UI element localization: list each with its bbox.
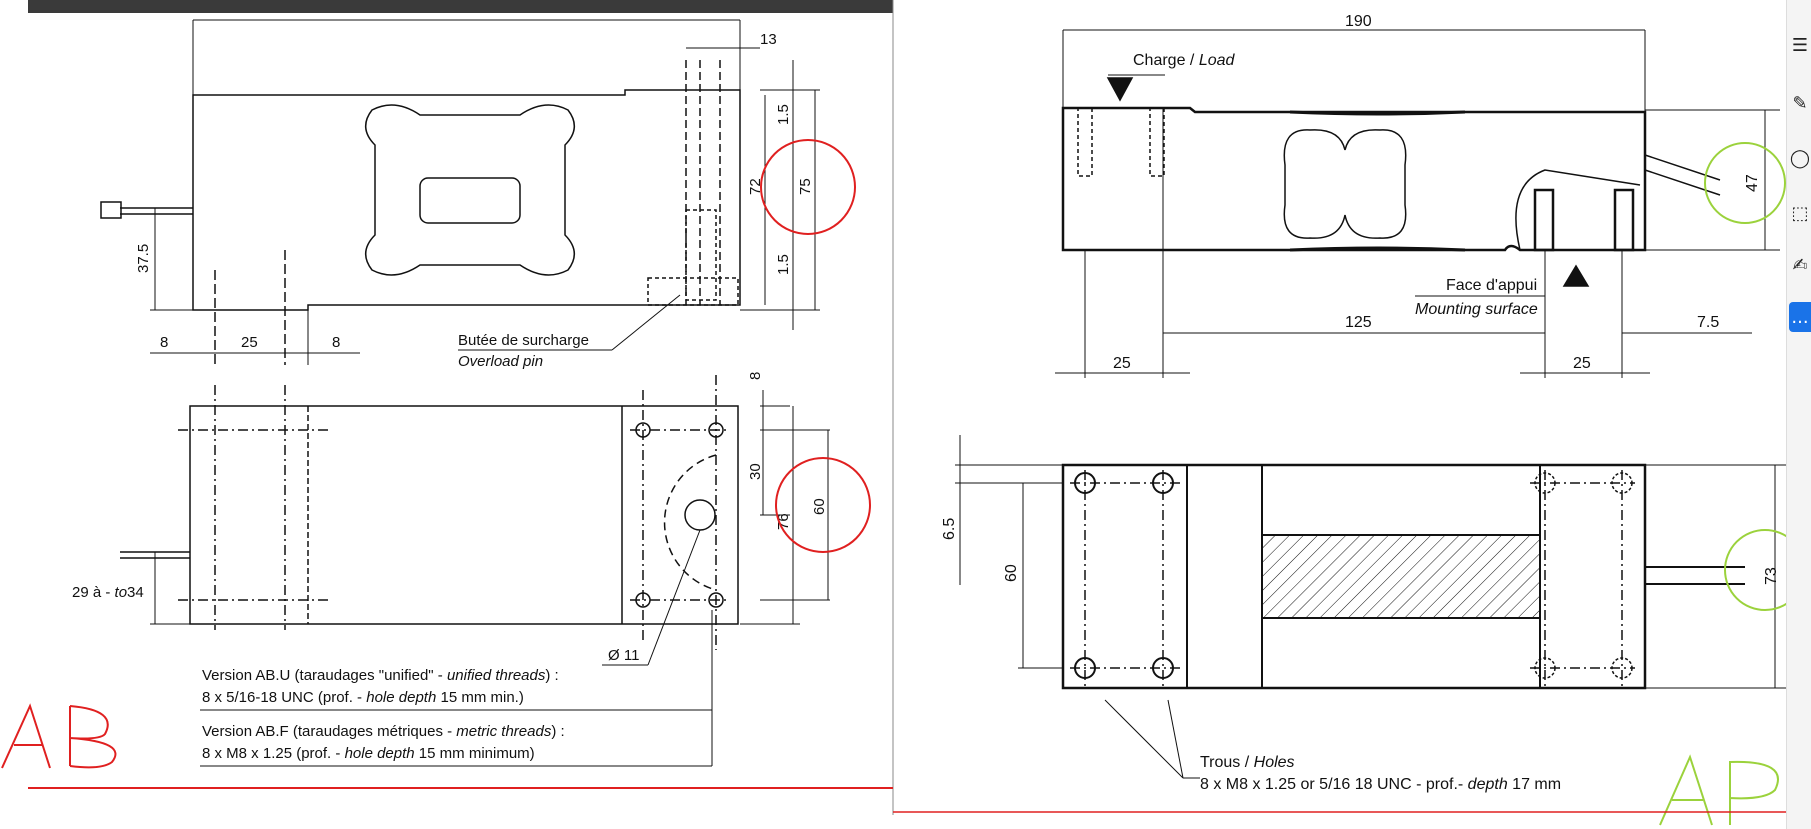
load-en: Load [1199,52,1236,69]
note2-c: ) : [551,723,564,740]
note2-line2c: 15 mm minimum) [415,745,535,762]
right-dim-6-5: 6.5 [941,518,958,540]
left-dim-13: 13 [760,31,777,48]
overload-label-fr: Butée de surcharge [458,332,589,349]
range-en: to [115,584,128,601]
note-abu-line2: 8 x 5/16-18 UNC (prof. - hole depth 15 m… [202,689,524,706]
left-dim-11: Ø 11 [608,647,639,664]
lasso-icon[interactable]: ◯ [1789,147,1811,169]
left-dim-72: 72 [747,178,764,195]
left-side-view [100,19,820,365]
holes-spec-c: 17 mm [1508,776,1561,793]
left-range-label: 29 à - to34 [72,584,144,601]
handwritten-ab: AB [0,0,2,1]
holes-spec-b: depth [1468,776,1508,793]
overload-label-en: Overload pin [458,353,543,370]
left-dim-1-5-bottom: 1.5 [775,254,792,275]
left-page-topbar [28,0,893,13]
green-annotations [1659,142,1806,826]
right-dim-190: 190 [1345,13,1372,30]
red-annotations [1,139,893,789]
pen-icon[interactable]: ✎ [1792,92,1808,114]
left-dim-30: 30 [747,463,764,480]
right-dim-25-b: 25 [1573,355,1591,372]
note2-a: Version AB.F (taraudages métriques - [202,723,456,740]
note1-line2a: 8 x 5/16-18 UNC (prof. - [202,689,366,706]
left-dim-8-b: 8 [332,334,340,351]
note2-line2b: hole depth [345,745,415,762]
more-icon[interactable]: ... [1789,302,1811,332]
range-fr: 29 à - [72,584,115,601]
right-side-view [1055,29,1780,378]
left-top-view [120,375,830,767]
left-dim-1-5-top: 1.5 [775,104,792,125]
right-top-view [955,435,1790,779]
handwritten-ap: AP [0,0,2,1]
holes-fr: Trous / [1200,754,1254,771]
note2-b: metric threads [456,723,552,740]
select-icon[interactable]: ⬚ [1791,202,1809,224]
holes-en: Holes [1254,754,1295,771]
mount-label-en: Mounting surface [1415,301,1538,318]
holes-spec-a: 8 x M8 x 1.25 or 5/16 18 UNC - prof.- [1200,776,1468,793]
note1-c: ) : [545,667,558,684]
load-label: Charge / Load [1133,52,1236,69]
holes-label: Trous / Holes [1200,754,1295,771]
left-dim-60: 60 [811,498,828,515]
note-abf-line1: Version AB.F (taraudages métriques - met… [202,723,565,740]
right-dim-60: 60 [1003,564,1020,582]
left-dim-25: 25 [241,334,258,351]
left-dim-8-a: 8 [160,334,168,351]
right-dim-125: 125 [1345,314,1372,331]
viewer-toolbar: ☰ ✎ ◯ ⬚ ✍ ... [1786,0,1811,829]
holes-spec: 8 x M8 x 1.25 or 5/16 18 UNC - prof.- de… [1200,776,1561,793]
note1-line2b: hole depth [366,689,436,706]
right-dim-73: 73 [1763,567,1780,585]
left-dim-75: 75 [797,178,814,195]
left-dim-76: 76 [775,513,792,530]
note1-line2c: 15 mm min.) [436,689,524,706]
left-dim-37-5: 37.5 [135,244,152,273]
mount-label-fr: Face d'appui [1446,277,1537,294]
left-dim-8-c: 8 [747,372,764,380]
right-dim-47: 47 [1744,174,1761,192]
note2-line2a: 8 x M8 x 1.25 (prof. - [202,745,345,762]
right-dim-7-5: 7.5 [1697,314,1719,331]
sign-icon[interactable]: ✍ [1792,254,1808,276]
note-abu-line1: Version AB.U (taraudages "unified" - uni… [202,667,559,684]
right-dim-25-a: 25 [1113,355,1131,372]
note1-a: Version AB.U (taraudages "unified" - [202,667,447,684]
note-abf-line2: 8 x M8 x 1.25 (prof. - hole depth 15 mm … [202,745,535,762]
note1-b: unified threads [447,667,546,684]
load-fr: Charge / [1133,52,1199,69]
list-icon[interactable]: ☰ [1791,34,1809,56]
range-val: 34 [127,584,144,601]
